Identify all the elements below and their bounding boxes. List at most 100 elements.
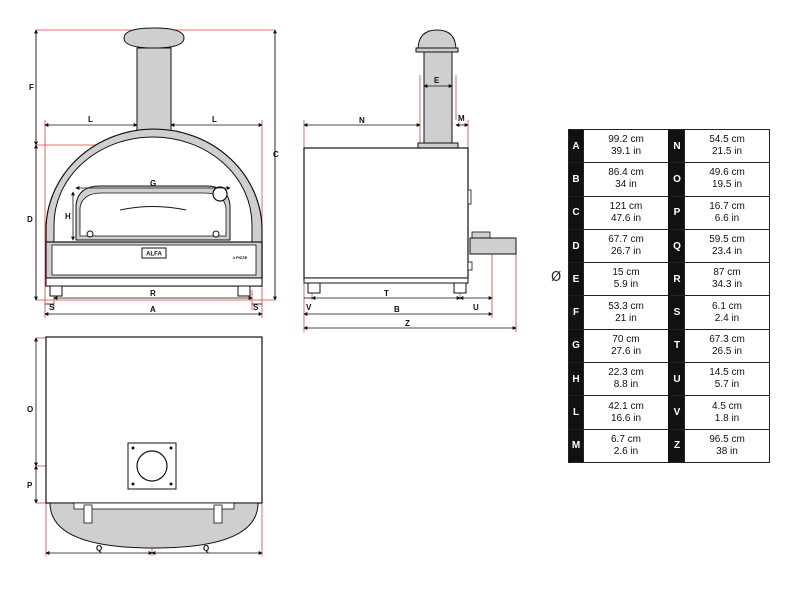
dimension-letter: N: [668, 128, 685, 164]
dimension-value-cm: 67.7 cm: [608, 234, 644, 246]
dimension-letter: B: [568, 162, 584, 197]
dimension-value-in: 39.1 in: [610, 146, 642, 158]
dim-label-T: T: [384, 289, 389, 298]
dim-label-L-right: L: [212, 115, 217, 124]
dim-label-Q-left: Q: [96, 544, 102, 553]
dimension-value-in: 6.6 in: [714, 212, 740, 224]
dimension-value-cm: 6.7 cm: [610, 433, 641, 445]
dimension-value-cm: 70 cm: [612, 333, 640, 345]
dimension-letter: Z: [668, 428, 685, 463]
side-view: N E M V T U B Z: [303, 29, 517, 332]
front-model-text: 4 PIZZE: [233, 255, 248, 260]
dimension-value-in: 2.4 in: [714, 312, 740, 324]
dim-label-D: D: [27, 215, 33, 224]
front-logo-badge: [141, 247, 167, 259]
dimension-letter: S: [668, 295, 685, 330]
dim-label-H: H: [65, 212, 71, 221]
dim-label-O: O: [27, 405, 33, 414]
dimension-value-in: 16.6 in: [610, 412, 642, 424]
dim-label-E: E: [434, 76, 440, 85]
dimension-value-in: 47.6 in: [610, 212, 642, 224]
dimension-letter: C: [568, 195, 584, 230]
dimension-value-in: 34 in: [615, 179, 637, 191]
dim-label-V: V: [306, 303, 312, 312]
dimension-value-in: 21 in: [615, 312, 637, 324]
front-logo-text: ALFA: [146, 252, 162, 258]
dim-label-P: P: [27, 481, 33, 490]
dimension-value-cm: 96.5 cm: [709, 433, 745, 445]
dimension-letter: E: [568, 262, 584, 297]
dimension-value-cm: 4.5 cm: [711, 400, 742, 412]
dimension-letter: P: [668, 195, 685, 230]
dimension-value-cm: 49.6 cm: [709, 167, 745, 179]
dimension-value-cm: 54.5 cm: [709, 134, 745, 146]
dim-label-S-left: S: [49, 303, 55, 312]
dim-label-B: B: [394, 305, 400, 314]
dim-label-A: A: [150, 305, 156, 314]
dimension-value-cm: 15 cm: [612, 267, 640, 279]
dim-label-Z: Z: [405, 319, 410, 328]
dimension-value-cm: 86.4 cm: [608, 167, 644, 179]
dimension-value-cm: 16.7 cm: [709, 200, 745, 212]
dimension-value-cm: 14.5 cm: [709, 367, 745, 379]
dim-label-C: C: [273, 150, 279, 159]
dimension-value-cm: 53.3 cm: [608, 300, 644, 312]
dimension-letter: U: [668, 362, 685, 397]
dim-label-G: G: [150, 179, 156, 188]
dimension-letter: M: [568, 428, 584, 463]
dim-label-Q-right: Q: [203, 544, 209, 553]
dimension-value-in: 27.6 in: [610, 345, 642, 357]
dim-label-U: U: [473, 303, 479, 312]
dim-label-R: R: [150, 289, 156, 298]
dim-label-N: N: [359, 116, 365, 125]
dimension-value-in: 26.5 in: [711, 345, 743, 357]
dimension-value-in: 8.8 in: [613, 379, 639, 391]
dimension-value-in: 26.7 in: [610, 246, 642, 258]
dimension-letter: L: [568, 395, 584, 430]
dimension-letter: O: [668, 162, 685, 197]
dimension-value-cm: 6.1 cm: [711, 300, 742, 312]
dimension-value-cm: 59.5 cm: [709, 234, 745, 246]
dimension-value-in: 5.9 in: [613, 279, 639, 291]
dimension-value-cm: 121 cm: [609, 200, 643, 212]
dimension-value-cm: 99.2 cm: [608, 134, 644, 146]
dimension-letter: V: [668, 395, 685, 430]
dim-label-S-right: S: [253, 303, 259, 312]
dimension-value-in: 19.5 in: [711, 179, 743, 191]
dimension-value-cm: 22.3 cm: [608, 367, 644, 379]
dimension-value-in: 1.8 in: [714, 412, 740, 424]
dimension-value-in: 34.3 in: [711, 279, 743, 291]
dimension-value-in: 23.4 in: [711, 246, 743, 258]
dimension-letter: A: [568, 128, 584, 164]
front-view: ALFA 4 PIZZE F L L C D G H R S S A: [27, 27, 279, 318]
dimension-letter: R: [668, 262, 685, 297]
